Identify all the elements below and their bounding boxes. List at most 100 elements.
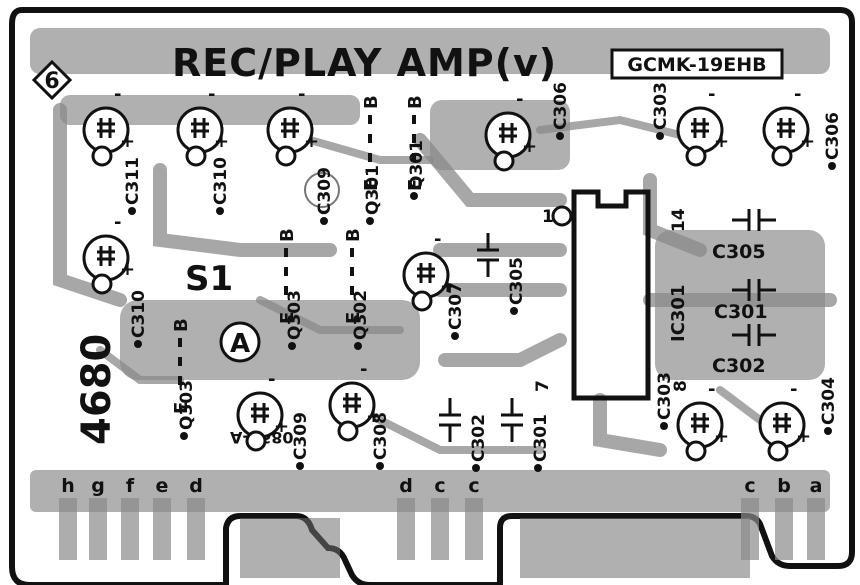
electrolytic-capacitor-c311: -+C311 — [82, 84, 143, 215]
polarity-minus: - — [708, 84, 715, 105]
pin-dot — [556, 132, 564, 140]
pin8-label: 8 — [671, 380, 691, 392]
connector-letter: b — [777, 475, 791, 497]
polarity-minus: - — [790, 379, 797, 400]
capacitor-symbol — [281, 118, 299, 138]
base-pin-label: B — [171, 318, 192, 332]
connector-finger — [465, 498, 483, 560]
polarity-minus: - — [434, 229, 441, 250]
solder-pad — [185, 145, 207, 167]
component-label: C304 — [819, 377, 839, 425]
pin-dot — [656, 132, 664, 140]
footprint-outline — [304, 172, 340, 208]
connector-letter: d — [189, 475, 203, 497]
connector-pin-f: f — [121, 475, 139, 560]
capacitor-symbol — [191, 118, 209, 138]
component-label: Q301 — [407, 140, 427, 190]
polarity-plus: + — [714, 426, 729, 447]
electrolytic-capacitor-c307: -+C307 — [402, 229, 466, 340]
connector-pin-d: d — [187, 475, 205, 560]
part-code-box — [610, 48, 784, 80]
polarity-plus: + — [120, 259, 135, 280]
base-pin-label: B — [343, 228, 364, 242]
solder-pad — [771, 145, 793, 167]
base-pin-label: B — [405, 95, 426, 109]
emitter-pin-label: E — [361, 179, 382, 191]
electrolytic-capacitor-c310: - + C310 — [176, 84, 231, 215]
connector-pin-g: g — [89, 475, 107, 560]
connector-finger — [431, 498, 449, 560]
capacitor-symbol — [501, 398, 523, 442]
polarity-plus: + — [120, 131, 135, 152]
solder-pad — [685, 145, 707, 167]
polarity-plus: + — [714, 131, 729, 152]
polarity-minus: - — [360, 359, 367, 380]
polarity-minus: - — [516, 89, 523, 110]
connector-letter: c — [468, 475, 479, 497]
polarity-plus: + — [366, 406, 381, 427]
component-label: C305 — [507, 257, 527, 305]
polarity-plus: + — [214, 131, 229, 152]
polarity-plus: + — [522, 136, 537, 157]
connector-finger — [775, 498, 793, 560]
polarity-minus: - — [114, 84, 121, 105]
solder-pad — [245, 430, 267, 452]
component-label: C309 — [291, 412, 311, 460]
connector-pin-e: e — [153, 475, 171, 560]
connector-pin-c: c — [431, 475, 449, 560]
component-label: C310 — [129, 290, 149, 338]
component-label: C310 — [211, 157, 231, 205]
pin-dot — [216, 207, 224, 215]
board-title: REC/PLAY AMP(v) — [172, 41, 557, 85]
ic-outline — [571, 189, 651, 401]
polarity-plus: + — [304, 131, 319, 152]
electrolytic-capacitor-c308: -+C308 — [328, 359, 391, 470]
pin-dot — [296, 462, 304, 470]
electrolytic-capacitor-c304: -+C304 — [758, 377, 839, 462]
capacitor-symbol — [499, 123, 517, 143]
connector-letter: c — [434, 475, 445, 497]
emitter-pin-label: E — [405, 179, 426, 191]
base-pin-label: B — [277, 228, 298, 242]
test-point-a-marker: A — [219, 321, 261, 363]
copper-layer — [30, 28, 837, 578]
pin1-pad — [551, 205, 573, 227]
connector-letter: f — [126, 475, 135, 497]
test-point-a: A — [230, 329, 250, 359]
capacitor-symbol — [439, 398, 461, 442]
pin-dot — [472, 464, 480, 472]
component-label: Q303 — [177, 380, 197, 430]
connector-pin-b: b — [775, 475, 793, 560]
test-point-s1: S1 — [185, 259, 233, 299]
electrolytic-capacitor-c309: -+C309 — [266, 84, 340, 225]
connector-letter: d — [399, 475, 413, 497]
electrolytic-capacitor-c309: -+C309 — [236, 369, 311, 470]
solder-pad — [685, 440, 707, 462]
capacitor-symbol — [732, 279, 776, 301]
film-capacitor-c305: C305 — [477, 233, 527, 315]
component-label: C305 — [712, 241, 766, 263]
film-capacitor-c302: C302 — [439, 398, 489, 472]
connector-finger — [397, 498, 415, 560]
pin-dot — [354, 342, 362, 350]
film-capacitor-c301: C301 — [501, 398, 551, 472]
connector-letter: e — [156, 475, 169, 497]
connector-pin-a: a — [807, 475, 825, 560]
pin-dot — [534, 464, 542, 472]
capacitor-symbol — [251, 403, 269, 423]
polarity-plus: + — [440, 276, 455, 297]
title-block: 6 REC/PLAY AMP(v) GCMK-19EHB — [31, 41, 784, 101]
solder-pad — [411, 290, 433, 312]
capacitor-symbol — [732, 209, 776, 231]
pin-dot — [660, 422, 668, 430]
board-number-diamond — [31, 59, 73, 101]
component-label: C303 — [655, 372, 675, 420]
polarity-minus: - — [208, 84, 215, 105]
connector-letter: g — [91, 475, 105, 497]
